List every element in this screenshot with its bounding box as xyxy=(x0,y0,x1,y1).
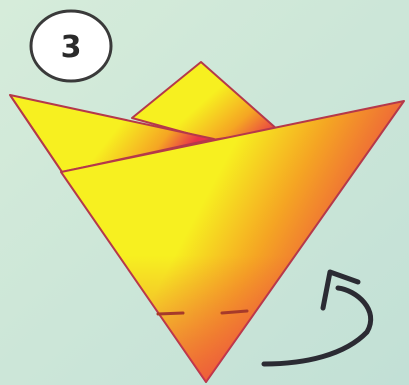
step-number: 3 xyxy=(61,30,82,65)
step-badge: 3 xyxy=(31,11,111,81)
